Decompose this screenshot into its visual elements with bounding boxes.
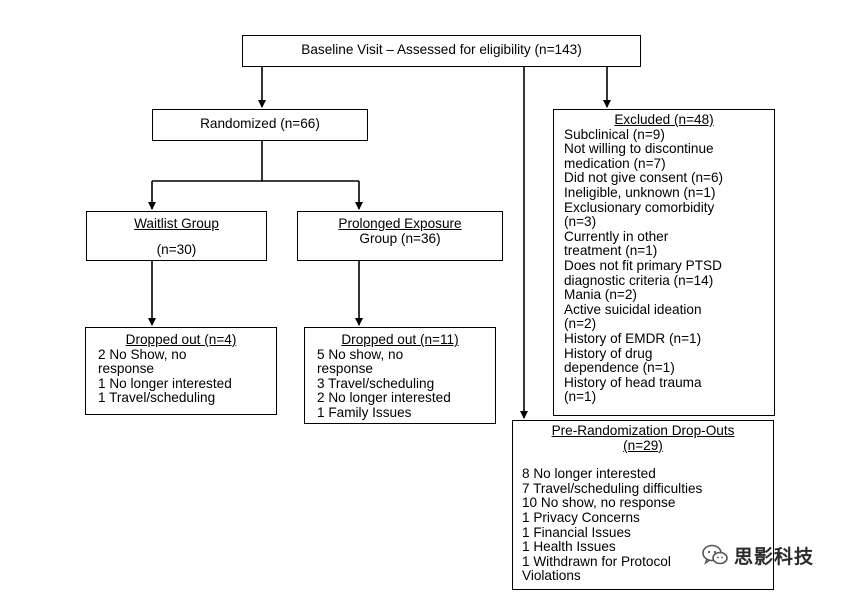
- list-item: Mania (n=2): [564, 287, 637, 303]
- list-item: (n=3): [564, 214, 597, 230]
- list-item: History of EMDR (n=1): [564, 330, 702, 346]
- list-item: medication (n=7): [564, 155, 666, 171]
- list-item: 2 No longer interested: [317, 390, 451, 406]
- pre-randomization-count-text: (n=29): [623, 437, 663, 453]
- excluded-box: Excluded (n=48) Subclinical (n=9) Not wi…: [553, 109, 775, 416]
- waitlist-dropped-list: 2 No Show, no response 1 No longer inter…: [86, 346, 276, 406]
- list-item: 1 Health Issues: [522, 539, 616, 555]
- pre-randomization-list: 8 No longer interested 7 Travel/scheduli…: [513, 467, 773, 584]
- list-item: diagnostic criteria (n=14): [564, 272, 714, 288]
- list-item: 1 Travel/scheduling: [98, 390, 216, 406]
- excluded-title: Excluded (n=48): [554, 112, 774, 128]
- waitlist-group-box: Waitlist Group (n=30): [86, 211, 267, 261]
- list-item: 7 Travel/scheduling difficulties: [522, 480, 703, 496]
- list-item: dependence (n=1): [564, 360, 675, 376]
- waitlist-dropped-title: Dropped out (n=4): [86, 332, 276, 348]
- list-item: 1 No longer interested: [98, 375, 232, 391]
- pre-randomization-title: Pre-Randomization Drop-Outs: [513, 423, 773, 439]
- watermark: 思影科技: [702, 540, 852, 570]
- list-item: 10 No show, no response: [522, 495, 676, 511]
- pe-dropped-out-box: Dropped out (n=11) 5 No show, no respons…: [304, 327, 496, 424]
- prolonged-exposure-title-line2: Group (n=36): [359, 230, 441, 246]
- waitlist-group-count: (n=30): [156, 241, 197, 257]
- list-item: response: [98, 361, 154, 377]
- list-item: Currently in other: [564, 228, 669, 244]
- list-item: Exclusionary comorbidity: [564, 199, 715, 215]
- list-item: Ineligible, unknown (n=1): [564, 184, 716, 200]
- list-item: Violations: [522, 568, 581, 584]
- watermark-text: 思影科技: [734, 545, 815, 568]
- prolonged-exposure-title-line1: Prolonged Exposure: [338, 216, 462, 231]
- list-item: Did not give consent (n=6): [564, 170, 724, 186]
- excluded-list: Subclinical (n=9) Not willing to discont…: [554, 126, 774, 405]
- list-item: 1 Financial Issues: [522, 524, 631, 540]
- list-item: treatment (n=1): [564, 243, 658, 259]
- list-item: Not willing to discontinue: [564, 141, 714, 157]
- list-item: 8 No longer interested: [522, 466, 656, 482]
- list-item: 3 Travel/scheduling: [317, 375, 435, 391]
- list-item: Active suicidal ideation: [564, 301, 702, 317]
- pe-dropped-list: 5 No show, no response 3 Travel/scheduli…: [305, 346, 495, 421]
- waitlist-dropped-out-box: Dropped out (n=4) 2 No Show, no response…: [85, 327, 277, 415]
- pe-dropped-title: Dropped out (n=11): [305, 332, 495, 348]
- wechat-icon: [702, 544, 728, 565]
- list-item: (n=2): [564, 316, 597, 332]
- prolonged-exposure-group-box: Prolonged Exposure Group (n=36): [297, 211, 503, 261]
- list-item: (n=1): [564, 389, 597, 405]
- pe-dropped-title-text: Dropped out (n=11): [341, 332, 459, 347]
- list-item: 2 No Show, no: [98, 346, 187, 362]
- waitlist-dropped-title-text: Dropped out (n=4): [125, 332, 237, 347]
- list-item: History of head trauma: [564, 374, 702, 390]
- randomized-box: Randomized (n=66): [152, 109, 368, 141]
- baseline-visit-box: Baseline Visit – Assessed for eligibilit…: [242, 35, 641, 67]
- waitlist-group-title: Waitlist Group: [134, 216, 219, 231]
- list-item: 1 Family Issues: [317, 404, 412, 420]
- list-item: response: [317, 361, 373, 377]
- list-item: 5 No show, no: [317, 346, 404, 362]
- pre-randomization-title-text: Pre-Randomization Drop-Outs: [551, 423, 735, 438]
- list-item: Does not fit primary PTSD: [564, 257, 722, 273]
- randomized-text: Randomized (n=66): [200, 116, 320, 131]
- baseline-visit-text: Baseline Visit – Assessed for eligibilit…: [301, 42, 582, 57]
- list-item: 1 Privacy Concerns: [522, 509, 640, 525]
- list-item: History of drug: [564, 345, 653, 361]
- excluded-title-text: Excluded (n=48): [614, 112, 714, 127]
- pre-randomization-count: (n=29): [513, 437, 773, 454]
- list-item: 1 Withdrawn for Protocol: [522, 553, 671, 569]
- list-item: Subclinical (n=9): [564, 126, 665, 142]
- pre-randomization-dropouts-box: Pre-Randomization Drop-Outs (n=29) 8 No …: [512, 420, 774, 590]
